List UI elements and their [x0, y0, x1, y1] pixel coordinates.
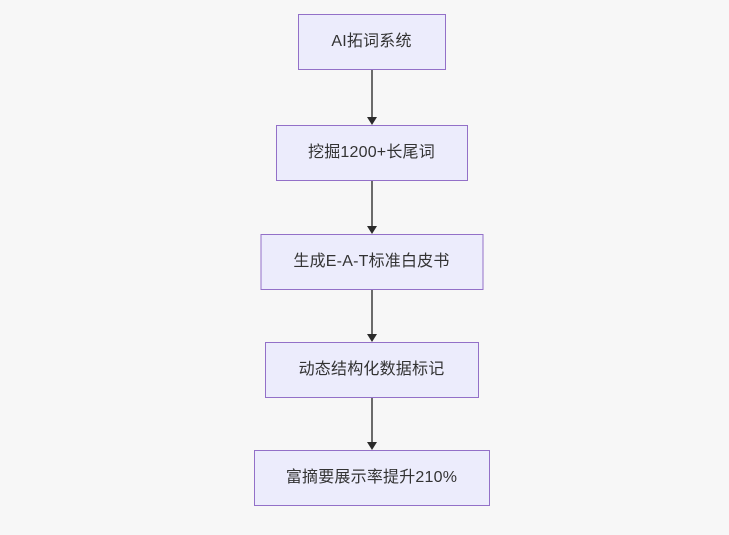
flowchart-node-dynamic-structured-data-markup[interactable]: 动态结构化数据标记: [264, 342, 479, 398]
flowchart-edge-2: [365, 290, 379, 342]
flowchart-node-mine-longtail-keywords[interactable]: 挖掘1200+长尾词: [275, 125, 468, 181]
down-arrow-icon: [366, 334, 377, 342]
down-arrow-icon: [366, 442, 377, 450]
flowchart-node-ai-keyword-system[interactable]: AI拓词系统: [297, 14, 446, 70]
edge-line: [370, 290, 373, 334]
flowchart-node-rich-snippet-impression-uplift[interactable]: 富摘要展示率提升210%: [253, 450, 490, 506]
edge-line: [370, 181, 373, 226]
down-arrow-icon: [366, 226, 377, 234]
flowchart-node-generate-eat-whitepaper[interactable]: 生成E-A-T标准白皮书: [260, 234, 483, 290]
flowchart-edge-0: [365, 70, 379, 125]
node-label: AI拓词系统: [331, 33, 412, 51]
flowchart-edge-1: [365, 181, 379, 234]
node-label: 挖掘1200+长尾词: [308, 144, 435, 162]
node-label: 生成E-A-T标准白皮书: [293, 253, 450, 271]
edge-line: [370, 70, 373, 117]
down-arrow-icon: [366, 117, 377, 125]
node-label: 动态结构化数据标记: [298, 361, 445, 379]
node-label: 富摘要展示率提升210%: [285, 469, 458, 487]
flowchart-edge-3: [365, 398, 379, 450]
edge-line: [370, 398, 373, 442]
